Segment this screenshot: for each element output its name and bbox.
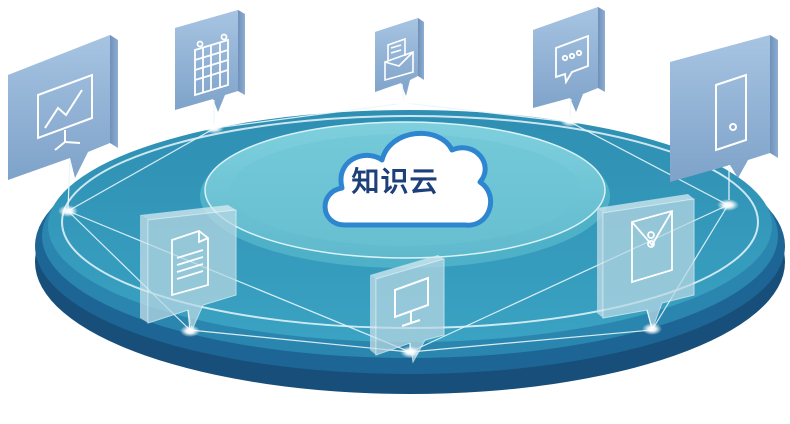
node-email[interactable] — [375, 18, 424, 103]
node-monitor[interactable] — [370, 255, 445, 364]
node-file-envelope[interactable] — [597, 194, 695, 332]
center-label-wrap: 知识云 — [330, 150, 460, 210]
node-document[interactable] — [140, 205, 237, 332]
open-envelope-icon — [384, 37, 414, 82]
center-label: 知识云 — [351, 165, 439, 198]
file-envelope-icon — [631, 209, 673, 284]
connection-nodes — [58, 97, 739, 358]
tablet-icon — [715, 73, 747, 152]
cloud-center — [322, 130, 494, 228]
presentation-chart-icon — [37, 73, 93, 151]
document-icon — [171, 229, 209, 297]
node-chat[interactable] — [533, 7, 605, 121]
node-presentation[interactable] — [8, 35, 118, 209]
chat-bubble-icon — [555, 34, 589, 85]
calendar-icon — [194, 33, 229, 97]
node-tablet[interactable] — [670, 35, 778, 200]
monitor-icon — [394, 276, 429, 327]
node-calendar[interactable] — [175, 10, 245, 127]
